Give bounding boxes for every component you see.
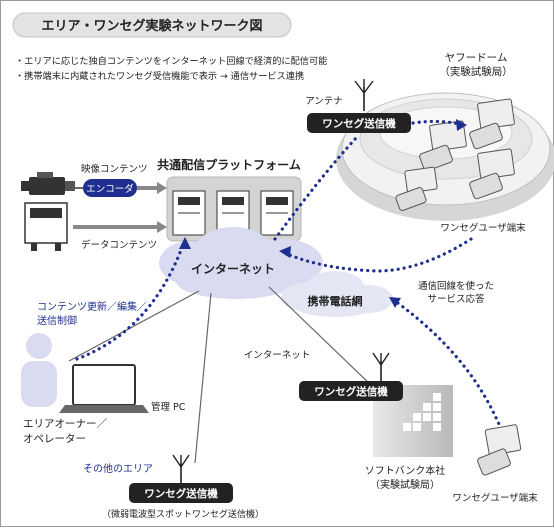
user-terminal-label-top: ワンセグユーザ端末 (440, 222, 526, 234)
softbank-subtitle: （実験試験局） (370, 478, 440, 491)
transmitter-box-top: ワンセグ送信機 (307, 113, 411, 133)
flow-arrowheads (179, 119, 467, 308)
source-arrows (73, 182, 167, 233)
network-lines (68, 286, 374, 464)
mobile-network-cloud (281, 271, 393, 317)
phone-icon (395, 166, 438, 211)
note-line-1: ・エリアに応じた独自コンテンツをインターネット回線で経済的に配信可能 (15, 55, 327, 67)
server-icon (172, 190, 206, 236)
title-banner: エリア・ワンセグ実験ネットワーク図 (12, 12, 292, 38)
dome-title: ヤフードーム (445, 52, 508, 64)
video-camera-icon (21, 172, 75, 195)
antenna-label: アンテナ (305, 96, 343, 107)
admin-pc-label: 管理 PC (151, 401, 186, 413)
weak-radio-label: （微弱電波型スポットワンセグ送信機） (102, 508, 264, 520)
internet-cloud-label: インターネット (191, 262, 275, 276)
area-owner-line-2: オペレーター (23, 433, 86, 445)
transmitter-label-bottom: ワンセグ送信機 (144, 487, 218, 500)
note-line-2: ・携帯端末に内蔵されたワンセグ受信機能で表示 → 通信サービス連携 (15, 70, 304, 82)
encoder-label: エンコーダ (86, 183, 134, 195)
dotted-flows (75, 119, 503, 431)
antenna-icon (372, 352, 390, 381)
server-icon (260, 190, 294, 236)
data-terminal-icon (24, 202, 68, 251)
comm-service-line-2: サービス応答 (427, 293, 485, 305)
other-area-label: その他のエリア (83, 462, 153, 475)
content-update-line-1: コンテンツ更新／編集／ (37, 300, 147, 313)
antenna-icon (172, 454, 190, 483)
person-icon (21, 333, 57, 407)
laptop-icon (59, 364, 149, 413)
diagram-title: エリア・ワンセグ実験ネットワーク図 (41, 18, 262, 34)
mobile-network-label: 携帯電話網 (308, 294, 363, 308)
transmitter-label-softbank: ワンセグ送信機 (314, 385, 388, 398)
data-contents-label: データコンテンツ (81, 239, 157, 251)
platform-label: 共通配信プラットフォーム (157, 157, 301, 172)
phone-icon (469, 148, 515, 200)
transmitter-label-top: ワンセグ送信機 (322, 117, 396, 130)
transmitter-box-bottom: ワンセグ送信機 (129, 483, 233, 503)
comm-service-line-1: 通信回線を使った (418, 280, 494, 292)
internet-line-label: インターネット (244, 350, 311, 361)
user-terminal-label-bottom: ワンセグユーザ端末 (452, 492, 538, 504)
content-update-line-2: 送信制御 (37, 314, 77, 327)
encoder-box: エンコーダ (83, 179, 137, 197)
dome-subtitle: （実験試験局） (439, 65, 513, 78)
antenna-icon (354, 79, 374, 111)
video-contents-label: 映像コンテンツ (81, 163, 148, 175)
internet-cloud (159, 227, 323, 299)
phone-icon (477, 424, 522, 476)
transmitter-box-softbank: ワンセグ送信機 (299, 381, 403, 401)
area-owner-line-1: エリアオーナー／ (23, 418, 107, 430)
softbank-title: ソフトバンク本社 (365, 464, 446, 477)
phone-icon (469, 98, 515, 150)
